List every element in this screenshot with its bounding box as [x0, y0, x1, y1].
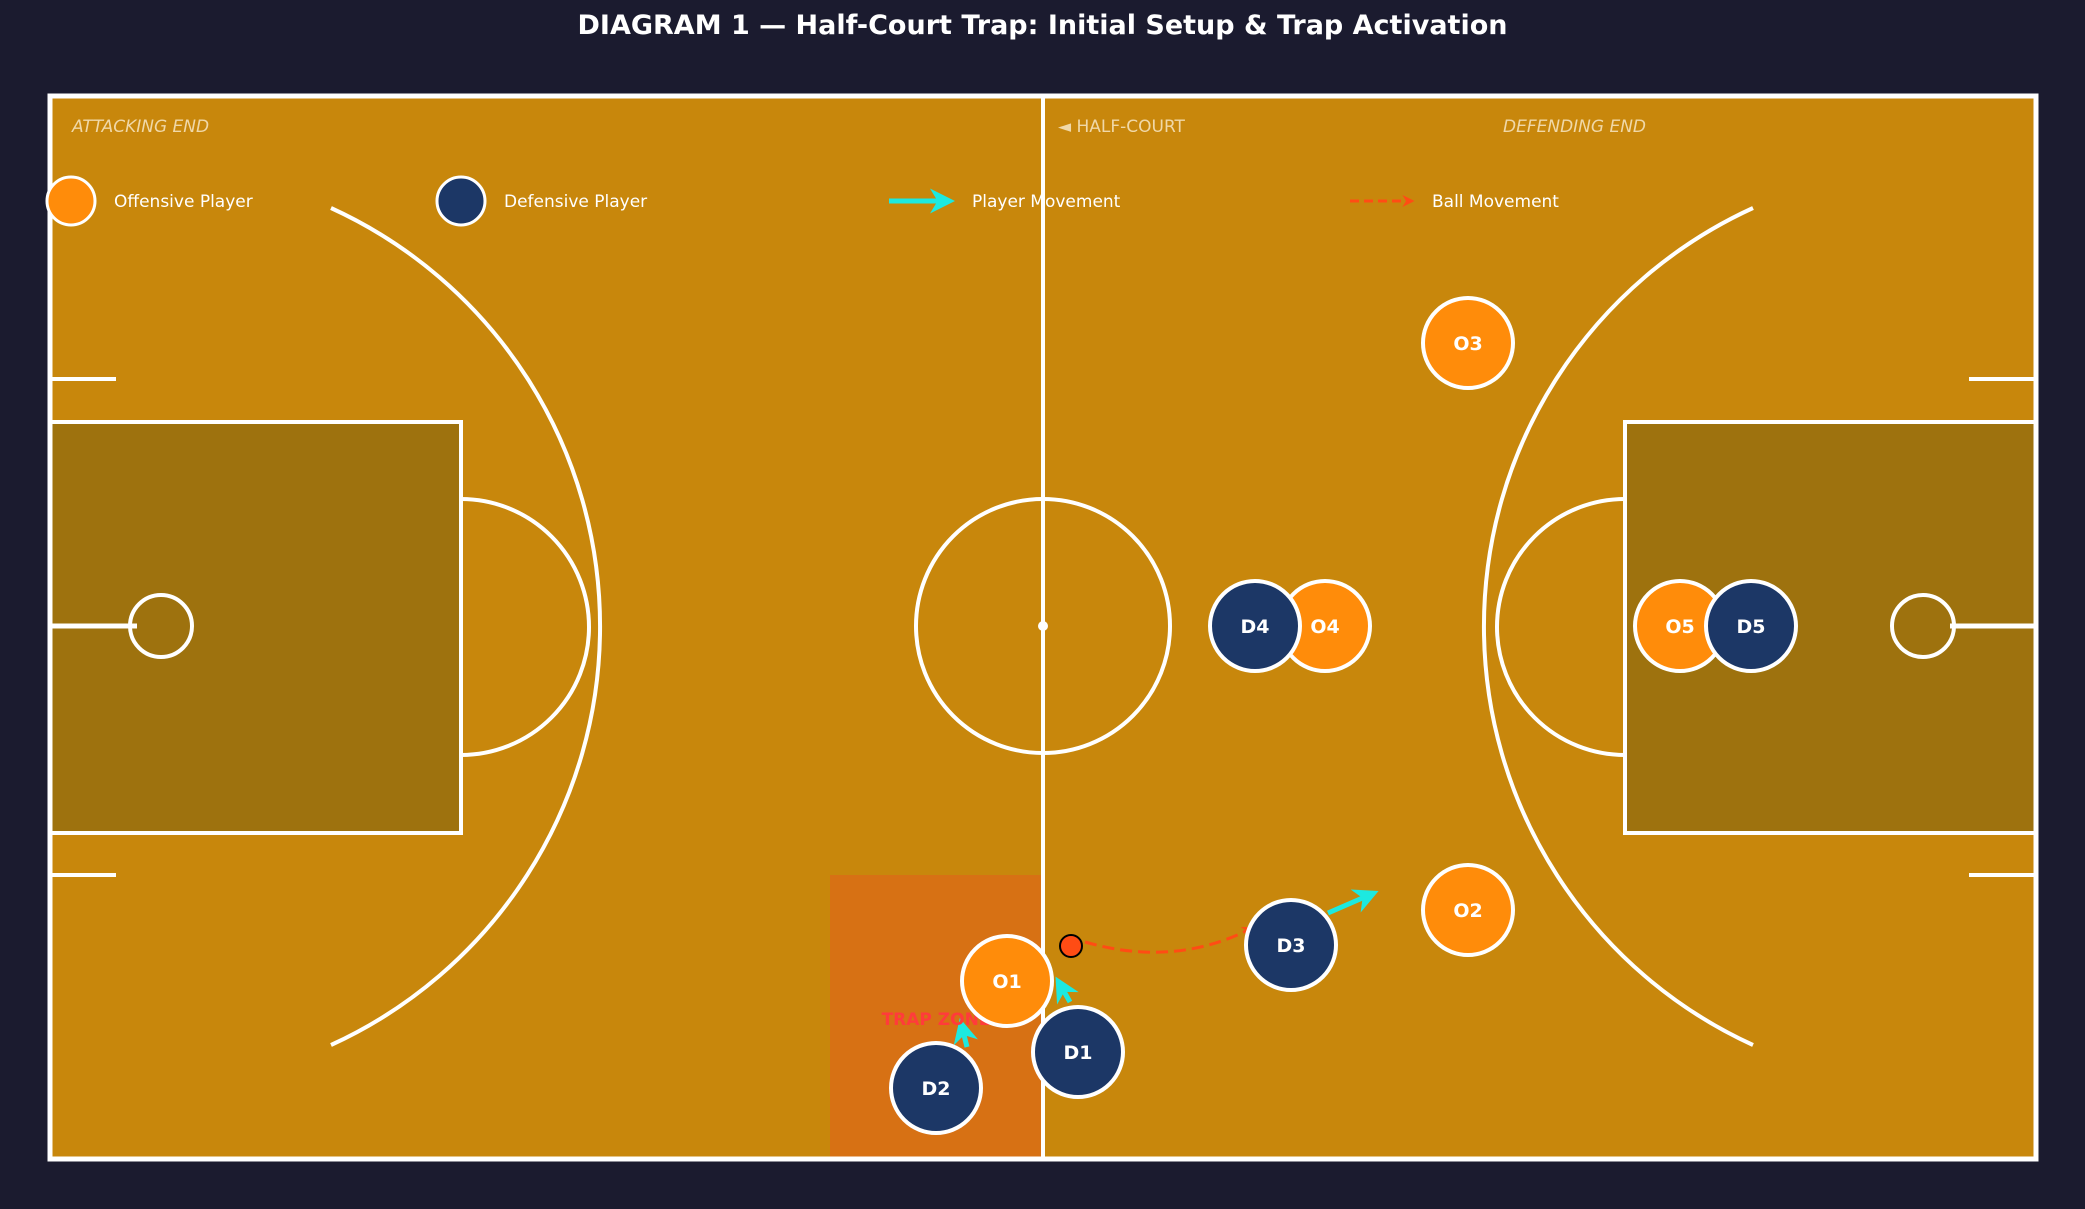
- legend: Offensive Player Defensive Player Player…: [45, 175, 1559, 227]
- player-d5: D5: [1704, 579, 1798, 673]
- right-three-point-arc: [1482, 206, 1754, 1047]
- right-hoop: [1890, 593, 1956, 659]
- player-o4-label: O4: [1310, 616, 1339, 638]
- left-free-throw-arc: [460, 497, 591, 757]
- d2-movement-arrow: [953, 1018, 978, 1048]
- center-circle: [914, 497, 1172, 755]
- legend-ball-movement-label: Ball Movement: [1432, 192, 1559, 212]
- legend-player-movement-label: Player Movement: [972, 192, 1121, 212]
- defending-end-label: DEFENDING END: [1503, 117, 1646, 137]
- player-d1-token: [1031, 1005, 1125, 1099]
- player-d4-token: [1208, 579, 1302, 673]
- diagram-title: DIAGRAM 1 — Half-Court Trap: Initial Set…: [577, 10, 1508, 41]
- half-court-label: ◄ HALF-COURT: [1058, 117, 1186, 137]
- d1-movement-arrow: [1055, 976, 1079, 1005]
- legend-defense-swatch: [435, 175, 487, 227]
- player-d5-label: D5: [1737, 616, 1766, 638]
- player-o2: O2: [1421, 863, 1515, 957]
- player-o2-label: O2: [1453, 900, 1482, 922]
- player-d2-label: D2: [922, 1078, 951, 1100]
- center-dot: [1038, 621, 1048, 631]
- player-o5-label: O5: [1665, 616, 1694, 638]
- player-d3: D3: [1244, 898, 1338, 992]
- player-d4: D4: [1208, 579, 1302, 673]
- player-o1-label: O1: [992, 971, 1021, 993]
- player-o3-token: [1421, 296, 1515, 390]
- player-d3-label: D3: [1277, 935, 1306, 957]
- legend-defense-label: Defensive Player: [504, 192, 647, 212]
- legend-offense-label: Offensive Player: [114, 192, 253, 212]
- ball: [1059, 934, 1083, 958]
- attacking-end-label: ATTACKING END: [71, 117, 209, 137]
- player-o1-token: [960, 934, 1054, 1028]
- player-o1: O1: [960, 934, 1054, 1028]
- trap-zone-label: TRAP ZONE: [882, 1010, 991, 1030]
- ball-pass-path: [1084, 926, 1255, 954]
- player-d2-token: [889, 1041, 983, 1135]
- player-d5-token: [1704, 579, 1798, 673]
- player-d1: D1: [1031, 1005, 1125, 1099]
- d3-movement-arrow: [1327, 889, 1379, 916]
- left-three-point-arc: [330, 206, 602, 1047]
- player-d4-label: D4: [1241, 616, 1270, 638]
- player-o3: O3: [1421, 296, 1515, 390]
- player-d2: D2: [889, 1041, 983, 1135]
- player-o2-token: [1421, 863, 1515, 957]
- right-free-throw-arc: [1495, 497, 1626, 757]
- left-hoop: [128, 593, 194, 659]
- player-d1-label: D1: [1064, 1042, 1093, 1064]
- court-border: [47, 93, 2039, 1162]
- player-d3-token: [1244, 898, 1338, 992]
- player-o3-label: O3: [1453, 333, 1482, 355]
- legend-offense-swatch: [45, 175, 97, 227]
